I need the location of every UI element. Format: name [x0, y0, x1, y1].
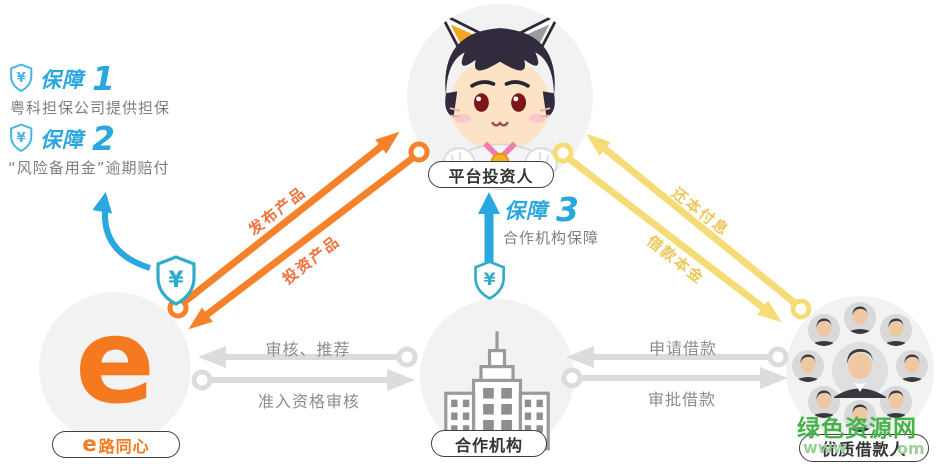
agency-node — [420, 299, 574, 453]
agency-shield-yuan-icon: ¥ — [474, 260, 505, 300]
guarantee3-desc: 合作机构保障 — [503, 229, 600, 247]
guarantee3-number: 3 — [556, 190, 579, 229]
svg-text:¥: ¥ — [168, 268, 184, 293]
repay-arrow — [586, 133, 812, 320]
principal-arrow — [552, 142, 782, 323]
invest-arrow — [188, 141, 430, 330]
investor-label-pill: 平台投资人 — [428, 161, 554, 188]
guarantee3-title: 保障 3 — [504, 193, 579, 226]
agency-label-pill: 合作机构 — [431, 430, 547, 457]
borrowers-node — [786, 296, 934, 444]
watermark-url-left: www — [803, 438, 848, 457]
approve-arrow — [561, 367, 788, 389]
platform-label-pill: e 路同心 — [52, 431, 180, 458]
review-flow-label: 审核、推荐 — [265, 340, 351, 359]
guarantee2-desc: “风险备用金”逾期赔付 — [8, 159, 170, 177]
apply-arrow — [566, 346, 789, 368]
guarantee2-label: 保障 — [40, 127, 84, 152]
guarantee2-shield-icon: ¥ — [10, 123, 33, 153]
guarantee3-arrow — [478, 192, 500, 263]
review-arrow — [198, 346, 418, 368]
watermark-url-right: om — [897, 439, 925, 458]
guarantee1-desc: 粤科担保公司提供担保 — [10, 99, 171, 117]
guarantee2-title: 保障 2 — [40, 122, 115, 155]
publish-arrow — [167, 131, 400, 319]
platform-e-logo: e — [74, 292, 156, 430]
platform-label-e: e — [82, 432, 98, 456]
guarantee1-label: 保障 — [40, 67, 84, 92]
borrowers-label-pill: 优质借款人 — [799, 434, 929, 462]
svg-text:¥: ¥ — [484, 270, 496, 290]
guarantee1-shield-icon: ¥ — [10, 63, 33, 93]
svg-text:¥: ¥ — [17, 71, 27, 86]
svg-text:¥: ¥ — [17, 131, 27, 146]
apply-flow-label: 申请借款 — [648, 339, 717, 358]
guarantee2-number: 2 — [92, 119, 115, 158]
guarantee1-title: 保障 1 — [40, 62, 115, 95]
watermark-site-name: 绿色资源网 — [797, 416, 917, 442]
qualify-flow-label: 准入资格审核 — [257, 392, 360, 411]
platform-label-text: 路同心 — [98, 436, 150, 456]
guarantee3-label: 保障 — [504, 198, 548, 223]
qualify-arrow — [191, 369, 415, 391]
approve-flow-label: 审批借款 — [647, 390, 716, 409]
guarantee-pointer-arrow — [92, 192, 151, 271]
borrowers-group-icon — [786, 296, 934, 444]
platform-node: e — [39, 292, 191, 444]
guarantee1-number: 1 — [92, 59, 115, 98]
platform-shield-yuan-icon: ¥ — [156, 255, 196, 306]
